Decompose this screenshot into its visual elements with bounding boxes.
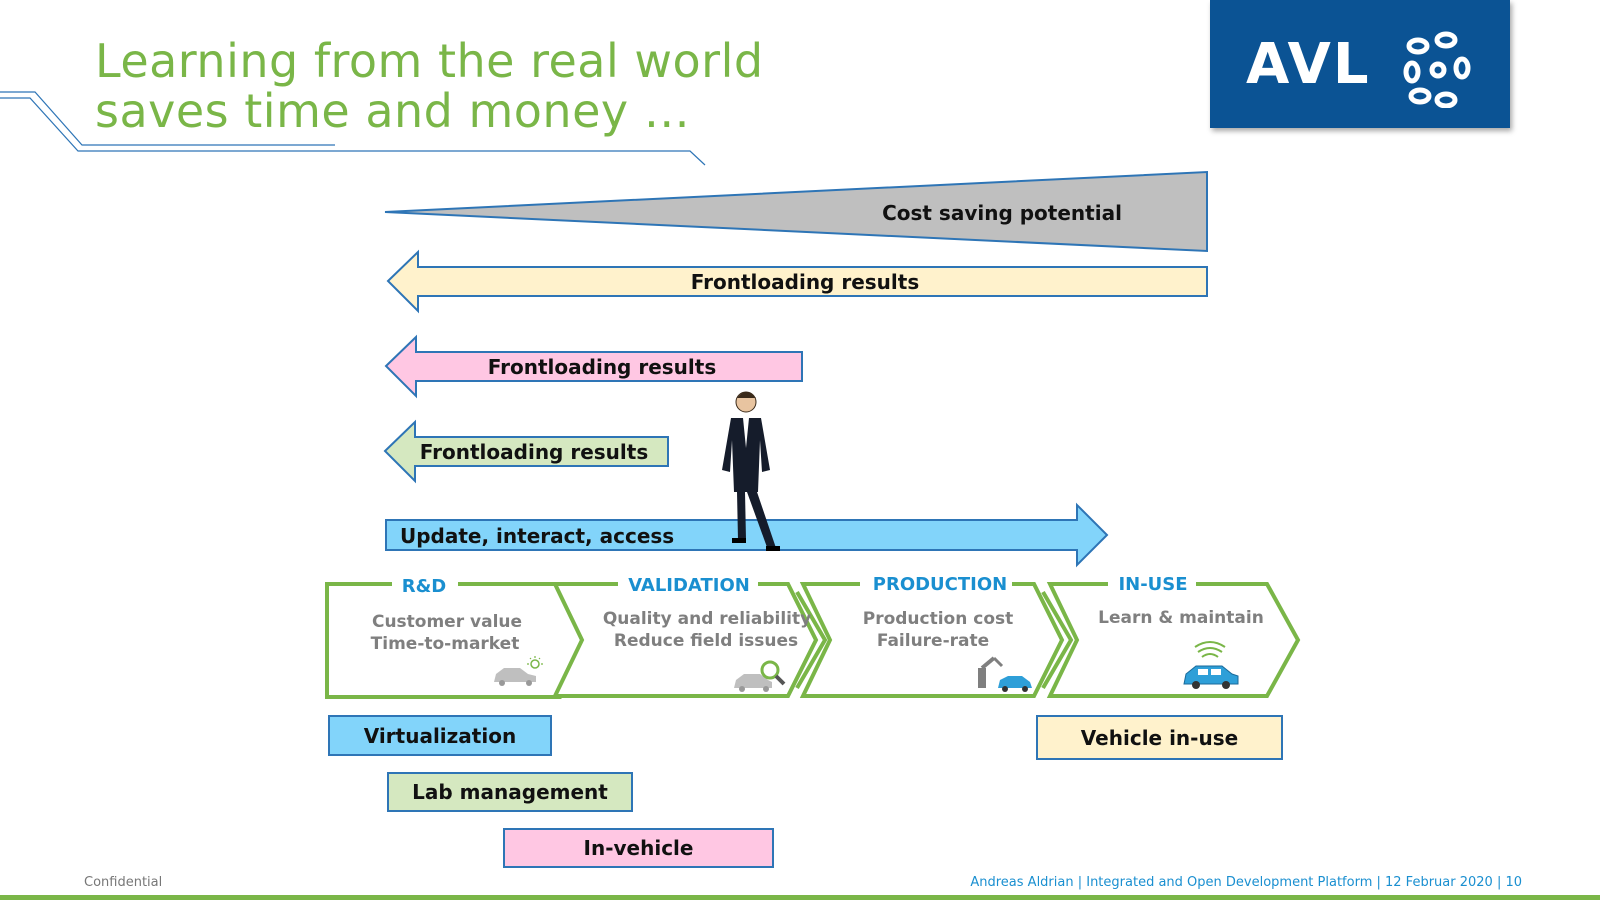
footer-info: Andreas Aldrian | Integrated and Open De… bbox=[970, 875, 1522, 890]
footer-bar bbox=[0, 895, 1600, 900]
phase-validation-line1: Quality and reliability bbox=[603, 609, 811, 629]
avl-logo: AVL bbox=[1210, 0, 1510, 128]
phase-title-validation: VALIDATION bbox=[628, 575, 750, 596]
virtualization-label: Virtualization bbox=[363, 723, 517, 748]
phase-production-line2: Failure-rate bbox=[877, 631, 989, 651]
car-magnifier-icon bbox=[734, 660, 786, 692]
connected-car-icon bbox=[1183, 641, 1239, 689]
logo-text: AVL bbox=[1246, 32, 1371, 97]
cost-saving-label: Cost saving potential bbox=[882, 201, 1122, 225]
phase-chevron-validation bbox=[551, 582, 828, 698]
frontloading-arrow-yellow bbox=[386, 249, 1208, 314]
title-decoration-lines bbox=[0, 91, 706, 166]
frontloading-pink-label: Frontloading results bbox=[488, 355, 716, 379]
update-label: Update, interact, access bbox=[400, 524, 674, 548]
avl-logo-icon bbox=[1403, 31, 1471, 108]
phase-title-in-use: IN-USE bbox=[1118, 574, 1187, 595]
title-line-1: Learning from the real world bbox=[95, 34, 764, 88]
phase-rd-line1: Customer value bbox=[372, 612, 522, 632]
phase-production-line1: Production cost bbox=[863, 609, 1014, 629]
frontloading-green-label: Frontloading results bbox=[420, 440, 648, 464]
phase-chevron-in-use bbox=[1046, 582, 1301, 698]
car-idea-icon bbox=[494, 656, 543, 686]
in-vehicle-label: In-vehicle bbox=[583, 836, 694, 860]
phase-in-use-line1: Learn & maintain bbox=[1098, 608, 1264, 628]
vehicle-in-use-label: Vehicle in-use bbox=[1080, 725, 1239, 750]
update-arrow bbox=[385, 502, 1109, 568]
virtualization-box: Virtualization bbox=[328, 715, 552, 756]
frontloading-arrow-green bbox=[383, 419, 669, 484]
phase-validation-line2: Reduce field issues bbox=[614, 631, 798, 651]
in-vehicle-box: In-vehicle bbox=[503, 828, 774, 868]
lab-management-box: Lab management bbox=[387, 772, 633, 812]
lab-management-label: Lab management bbox=[412, 780, 608, 804]
robot-car-icon bbox=[978, 656, 1032, 692]
businessman-figure bbox=[722, 391, 780, 551]
title-line-2: saves time and money … bbox=[95, 84, 691, 138]
footer-confidential: Confidential bbox=[84, 875, 163, 890]
phase-title-rd: R&D bbox=[402, 576, 447, 597]
page-title: Learning from the real world saves time … bbox=[95, 36, 764, 136]
phase-title-production: PRODUCTION bbox=[873, 574, 1007, 595]
frontloading-arrow-pink bbox=[384, 334, 803, 399]
frontloading-yellow-label: Frontloading results bbox=[691, 270, 919, 294]
vehicle-in-use-box: Vehicle in-use bbox=[1036, 715, 1283, 760]
phase-chevron-production bbox=[799, 582, 1074, 698]
cost-saving-wedge bbox=[384, 170, 1208, 253]
phase-rd-line2: Time-to-market bbox=[371, 634, 520, 654]
